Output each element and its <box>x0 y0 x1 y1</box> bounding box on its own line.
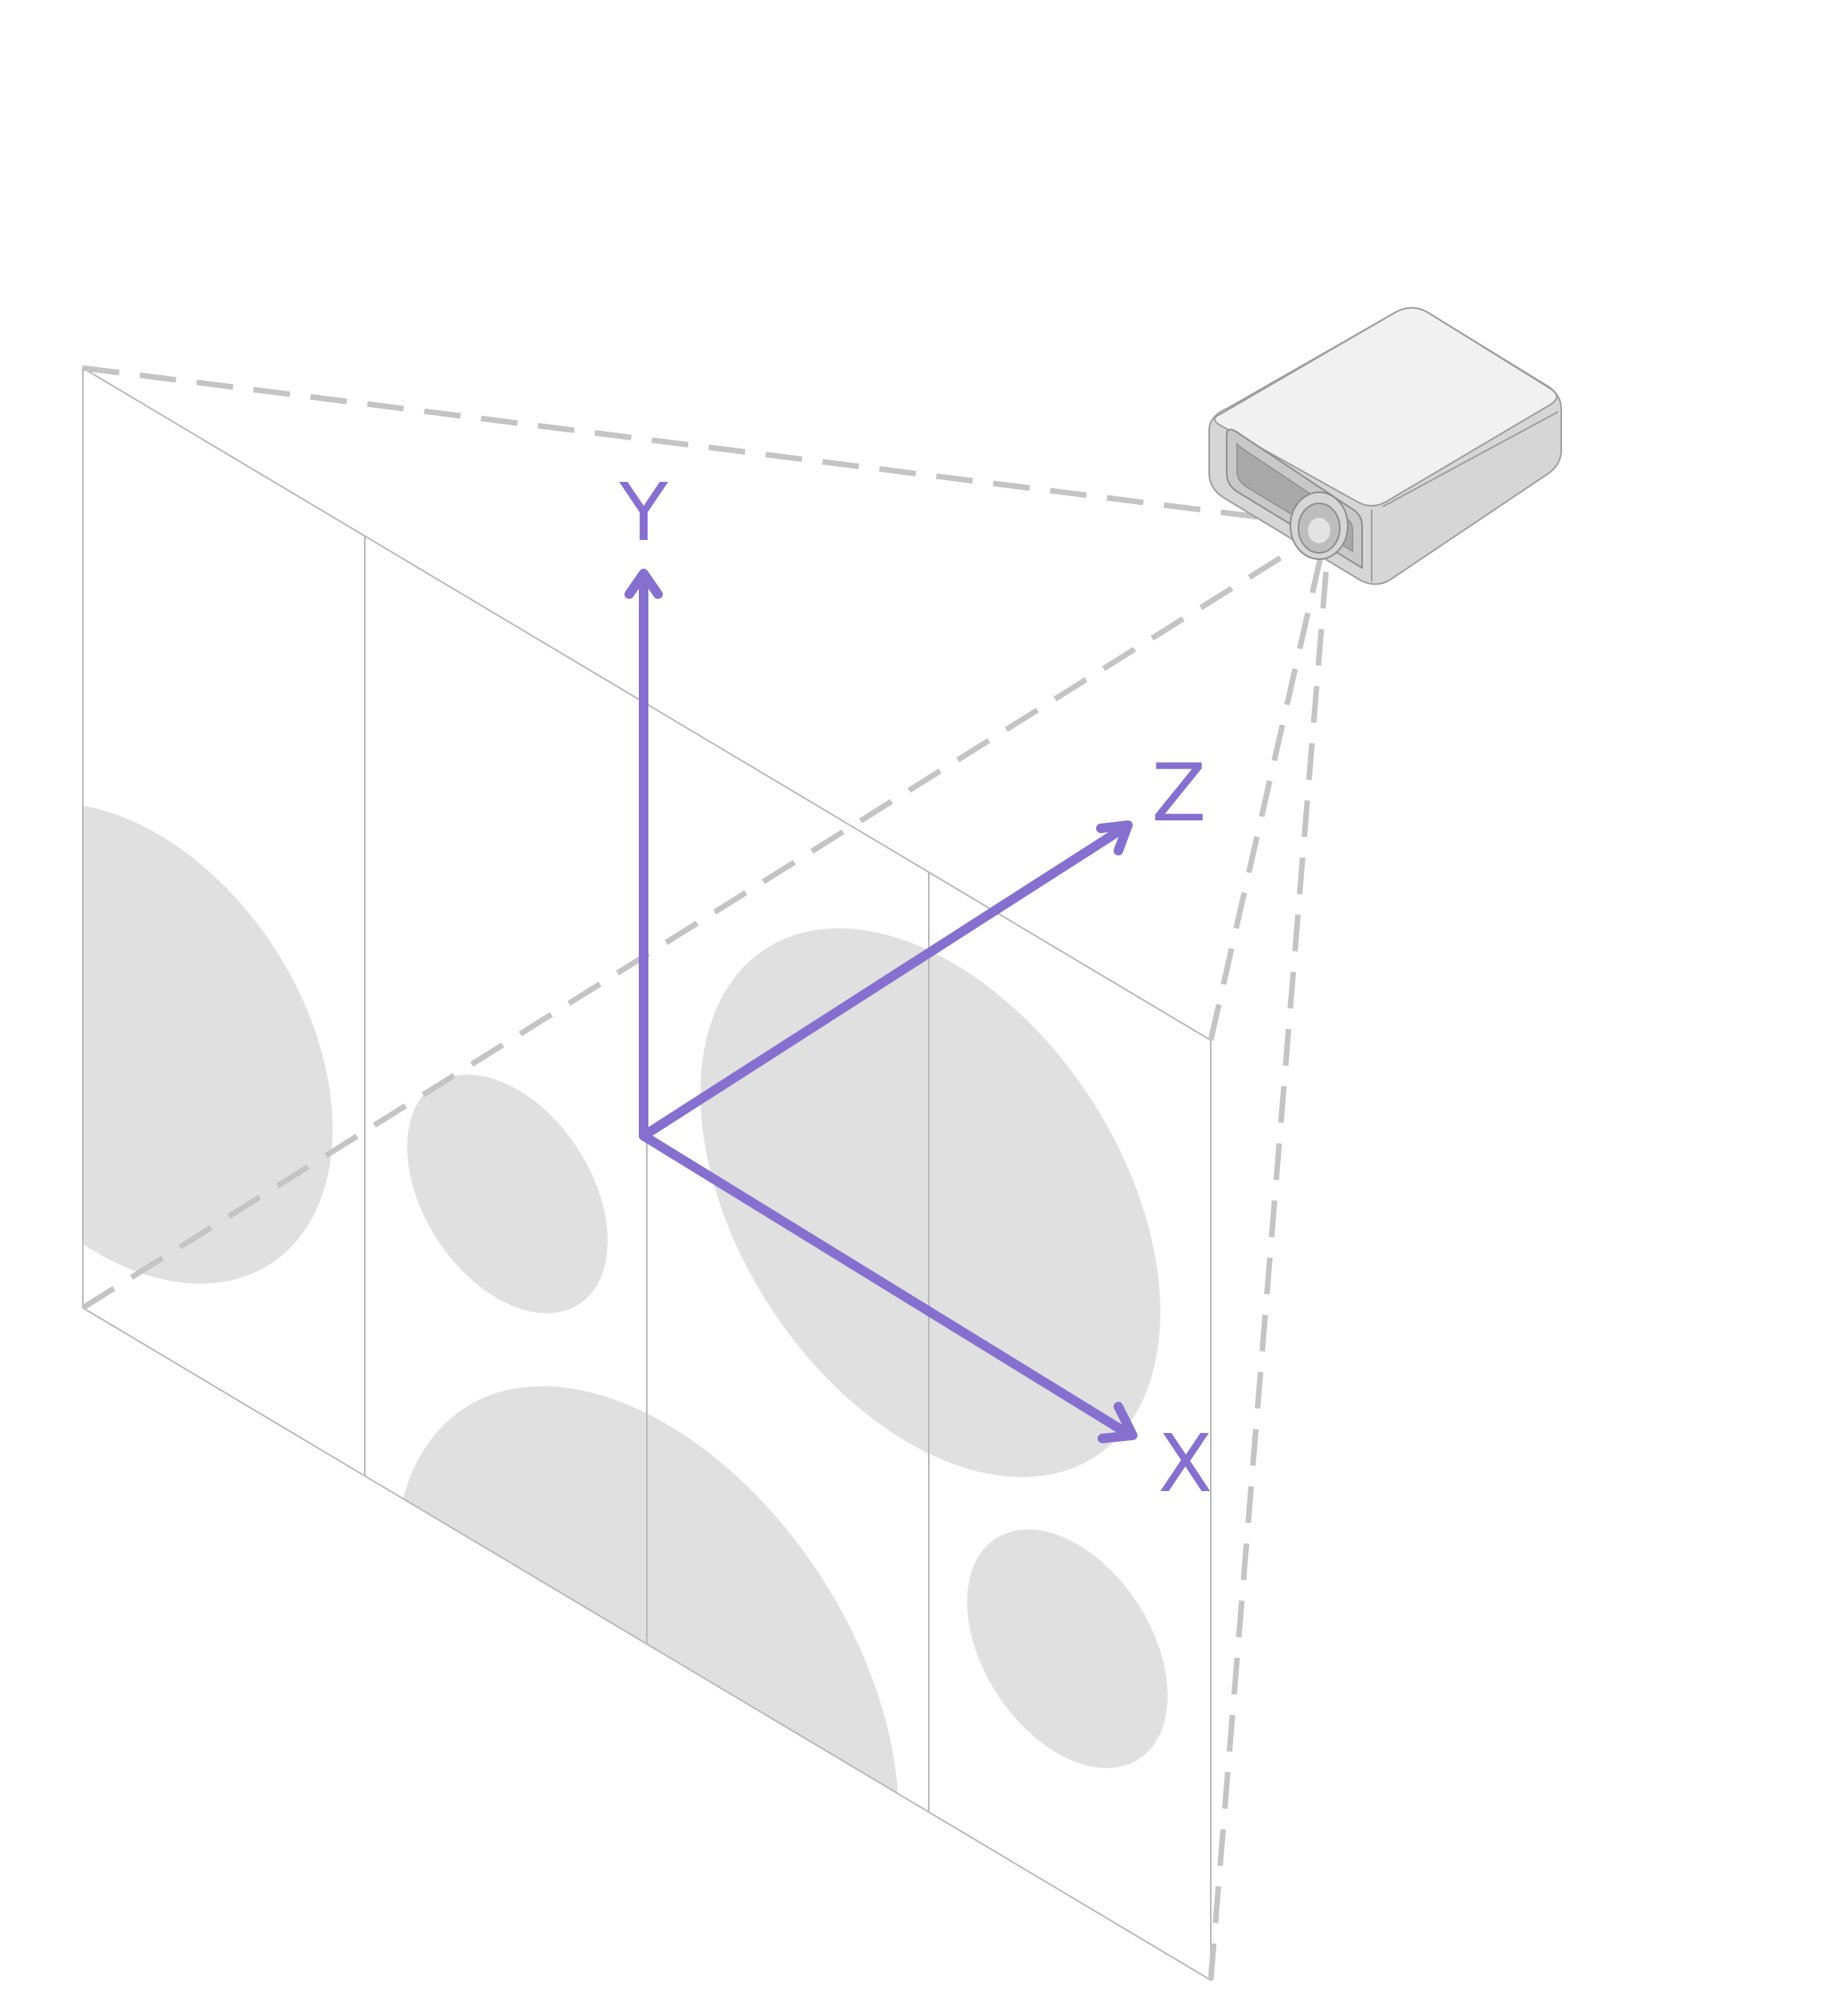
z-axis-line <box>639 824 1128 1141</box>
wall-spot-small-right <box>967 1529 1168 1768</box>
frustum-line-bottom-left <box>81 535 1314 1310</box>
z-axis-label: Z <box>1152 746 1207 840</box>
frustum-line-bottom-right <box>1208 549 1331 1981</box>
y-axis-arrowhead <box>624 569 663 599</box>
wall-spots <box>83 803 1168 1980</box>
projector-side-edge <box>1382 411 1559 507</box>
coordinate-axes <box>624 569 1137 1443</box>
frustum-line-top-left <box>82 365 1315 527</box>
y-axis-label: Y <box>618 466 668 559</box>
projector-icon <box>1208 307 1562 585</box>
projector-top-face <box>1214 307 1558 507</box>
x-axis-label: X <box>1158 1417 1213 1510</box>
wall-spot-small-left <box>407 1074 608 1313</box>
projector-lens-glass <box>1308 518 1330 543</box>
frustum-line-top-right <box>1208 549 1325 1041</box>
wall-spot-left-large <box>83 803 333 1284</box>
z-axis-arrowhead <box>1096 820 1133 855</box>
x-axis-line <box>639 1131 1133 1438</box>
projection-frustum <box>81 365 1331 1981</box>
x-axis-arrowhead <box>1098 1402 1137 1443</box>
wall-spot-large-center <box>700 928 1161 1478</box>
